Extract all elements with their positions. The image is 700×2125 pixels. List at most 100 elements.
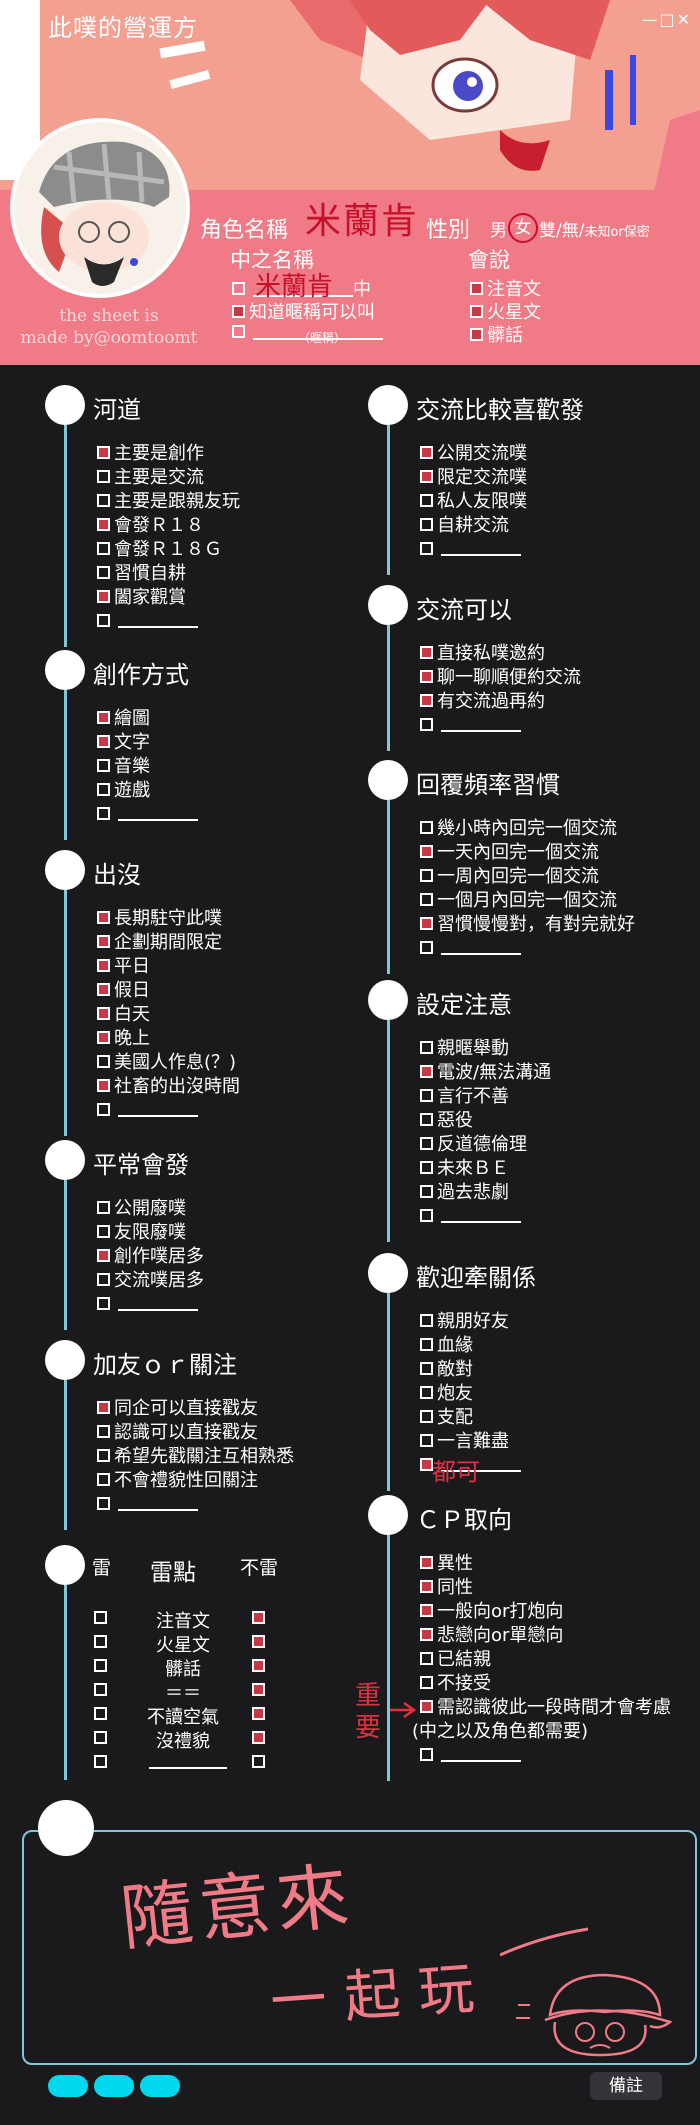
section-option[interactable]: 言行不善 xyxy=(420,1084,509,1107)
section-option[interactable]: 幾小時內回完一個交流 xyxy=(420,816,617,839)
option-checkbox[interactable] xyxy=(420,1555,433,1569)
option-checkbox[interactable] xyxy=(97,734,110,748)
section-option[interactable]: 一般向or打炮向 xyxy=(420,1599,563,1622)
section-option[interactable]: 限定交流噗 xyxy=(420,465,527,488)
option-checkbox[interactable] xyxy=(97,1248,110,1262)
thunder-yes-checkbox[interactable] xyxy=(94,1611,107,1624)
option-checkbox[interactable] xyxy=(420,717,433,731)
section-option[interactable]: 未來ＢＥ xyxy=(420,1156,509,1179)
option-checkbox[interactable] xyxy=(420,693,433,707)
option-checkbox[interactable] xyxy=(420,1361,433,1375)
option-checkbox[interactable] xyxy=(97,613,110,627)
nakanohito-option[interactable] xyxy=(232,322,383,340)
option-checkbox[interactable] xyxy=(97,1400,110,1414)
thunder-no-checkbox[interactable] xyxy=(252,1611,265,1624)
thunder-no-checkbox[interactable] xyxy=(252,1707,265,1720)
section-option[interactable]: 一個月內回完一個交流 xyxy=(420,888,617,911)
option-checkbox[interactable] xyxy=(97,1424,110,1438)
section-option[interactable]: 異性 xyxy=(420,1551,473,1574)
section-option[interactable]: 希望先戳關注互相熟悉 xyxy=(97,1444,294,1467)
section-option[interactable]: 主要是創作 xyxy=(97,441,204,464)
thunder-yes-checkbox[interactable] xyxy=(94,1659,107,1672)
speak-option[interactable]: 火星文 xyxy=(470,298,541,324)
gender-unknown[interactable]: 未知or保密 xyxy=(584,225,650,240)
section-option[interactable] xyxy=(97,609,198,631)
option-checkbox[interactable] xyxy=(420,940,433,954)
option-checkbox[interactable] xyxy=(97,958,110,972)
option-checkbox[interactable] xyxy=(420,1136,433,1150)
section-option[interactable]: 一天內回完一個交流 xyxy=(420,840,599,863)
section-option[interactable]: 血緣 xyxy=(420,1333,473,1356)
section-option[interactable]: 反道德倫理 xyxy=(420,1132,527,1155)
section-option[interactable] xyxy=(97,1098,198,1120)
section-option[interactable] xyxy=(420,936,521,958)
section-option[interactable]: 美國人作息(？) xyxy=(97,1050,236,1073)
section-option[interactable]: 惡役 xyxy=(420,1108,473,1131)
nakanohito-checkbox[interactable] xyxy=(232,324,245,338)
option-checkbox[interactable] xyxy=(420,469,433,483)
section-option[interactable]: 公開交流噗 xyxy=(420,441,527,464)
option-checkbox[interactable] xyxy=(97,1296,110,1310)
section-option[interactable]: 公開廢噗 xyxy=(97,1196,186,1219)
option-checkbox[interactable] xyxy=(420,1603,433,1617)
speak-checkbox[interactable] xyxy=(470,304,483,318)
gender-male[interactable]: 男 xyxy=(490,221,507,241)
section-option[interactable]: 白天 xyxy=(97,1002,150,1025)
section-option[interactable] xyxy=(420,537,521,559)
option-checkbox[interactable] xyxy=(97,1472,110,1486)
option-checkbox[interactable] xyxy=(420,1457,433,1471)
section-option[interactable] xyxy=(420,1743,521,1765)
option-checkbox[interactable] xyxy=(97,1272,110,1286)
option-checkbox[interactable] xyxy=(420,517,433,531)
option-checkbox[interactable] xyxy=(420,445,433,459)
thunder-no-checkbox[interactable] xyxy=(252,1635,265,1648)
section-option[interactable]: 闔家觀賞 xyxy=(97,585,186,608)
section-option[interactable] xyxy=(97,802,198,824)
option-checkbox[interactable] xyxy=(420,1112,433,1126)
section-option[interactable] xyxy=(420,1204,521,1226)
remark-button[interactable]: 備註 xyxy=(590,2072,662,2100)
option-checkbox[interactable] xyxy=(420,844,433,858)
section-option[interactable]: 長期駐守此噗 xyxy=(97,906,222,929)
section-option[interactable]: 悲戀向or單戀向 xyxy=(420,1623,563,1646)
option-checkbox[interactable] xyxy=(420,892,433,906)
section-option[interactable]: 需認識彼此一段時間才會考慮 xyxy=(420,1695,671,1718)
option-checkbox[interactable] xyxy=(420,1064,433,1078)
section-option[interactable]: 自耕交流 xyxy=(420,513,509,536)
option-checkbox[interactable] xyxy=(420,1313,433,1327)
footer-pill-2[interactable] xyxy=(94,2075,134,2097)
window-controls[interactable]: —□✕ xyxy=(641,10,692,29)
option-checkbox[interactable] xyxy=(420,1699,433,1713)
section-option[interactable]: 一周內回完一個交流 xyxy=(420,864,599,887)
thunder-no-checkbox[interactable] xyxy=(252,1731,265,1744)
section-option[interactable] xyxy=(420,713,521,735)
option-checkbox[interactable] xyxy=(420,1184,433,1198)
option-checkbox[interactable] xyxy=(420,541,433,555)
option-checkbox[interactable] xyxy=(97,493,110,507)
thunder-yes-checkbox[interactable] xyxy=(94,1755,107,1768)
speak-checkbox[interactable] xyxy=(470,281,483,295)
section-option[interactable]: 不接受 xyxy=(420,1671,491,1694)
section-option[interactable]: 有交流過再約 xyxy=(420,689,545,712)
option-checkbox[interactable] xyxy=(420,1627,433,1641)
option-checkbox[interactable] xyxy=(97,806,110,820)
thunder-no-checkbox[interactable] xyxy=(252,1755,265,1768)
section-option[interactable]: 一言難盡 xyxy=(420,1429,509,1452)
thunder-no-checkbox[interactable] xyxy=(252,1683,265,1696)
section-option[interactable]: 親朋好友 xyxy=(420,1309,509,1332)
option-checkbox[interactable] xyxy=(97,517,110,531)
section-option[interactable]: 認識可以直接戳友 xyxy=(97,1420,258,1443)
section-option[interactable]: 電波/無法溝通 xyxy=(420,1060,551,1083)
speak-checkbox[interactable] xyxy=(470,327,483,341)
section-option[interactable]: 交流噗居多 xyxy=(97,1268,204,1291)
option-checkbox[interactable] xyxy=(420,820,433,834)
option-checkbox[interactable] xyxy=(420,1088,433,1102)
option-checkbox[interactable] xyxy=(97,565,110,579)
speak-option[interactable]: 髒話 xyxy=(470,321,523,347)
option-checkbox[interactable] xyxy=(420,1208,433,1222)
section-option[interactable]: 遊戲 xyxy=(97,778,150,801)
nakanohito-option[interactable]: 知道暱稱可以叫 xyxy=(232,298,375,324)
section-option[interactable]: 習慣自耕 xyxy=(97,561,186,584)
option-checkbox[interactable] xyxy=(97,1054,110,1068)
option-checkbox[interactable] xyxy=(97,1102,110,1116)
